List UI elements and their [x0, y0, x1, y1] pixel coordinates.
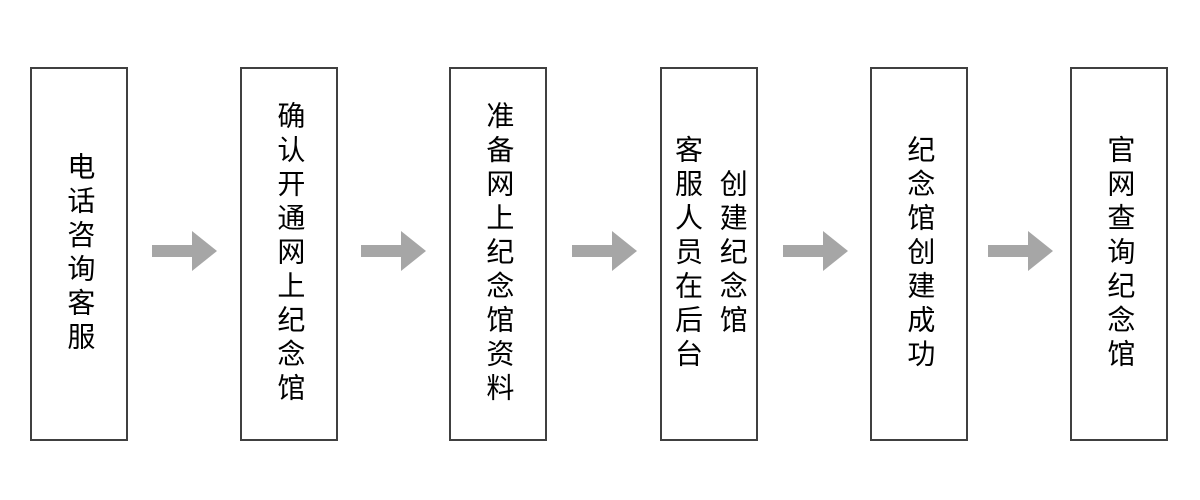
- step-label-line1: 客服人员在后台: [672, 135, 703, 373]
- step-box-confirm-open: 确认开通网上纪念馆: [240, 67, 338, 441]
- step-box-create-success: 纪念馆创建成功: [870, 67, 968, 441]
- right-arrow-icon: [988, 231, 1053, 271]
- step-label: 准备网上纪念馆资料: [483, 101, 515, 407]
- step-box-query-official-site: 官网查询纪念馆: [1070, 67, 1168, 441]
- right-arrow-icon: [783, 231, 848, 271]
- step-box-phone-consult: 电话咨询客服: [30, 67, 128, 441]
- step-label: 纪念馆创建成功: [904, 135, 936, 373]
- right-arrow-icon: [361, 231, 426, 271]
- right-arrow-icon: [152, 231, 217, 271]
- step-label: 官网查询纪念馆: [1104, 135, 1136, 373]
- step-label: 电话咨询客服: [64, 152, 96, 356]
- step-box-staff-create: 客服人员在后台 创建纪念馆: [660, 67, 758, 441]
- step-box-prepare-materials: 准备网上纪念馆资料: [449, 67, 547, 441]
- step-label-line2: 创建纪念馆: [716, 169, 748, 339]
- right-arrow-icon: [572, 231, 637, 271]
- step-label: 确认开通网上纪念馆: [274, 101, 306, 407]
